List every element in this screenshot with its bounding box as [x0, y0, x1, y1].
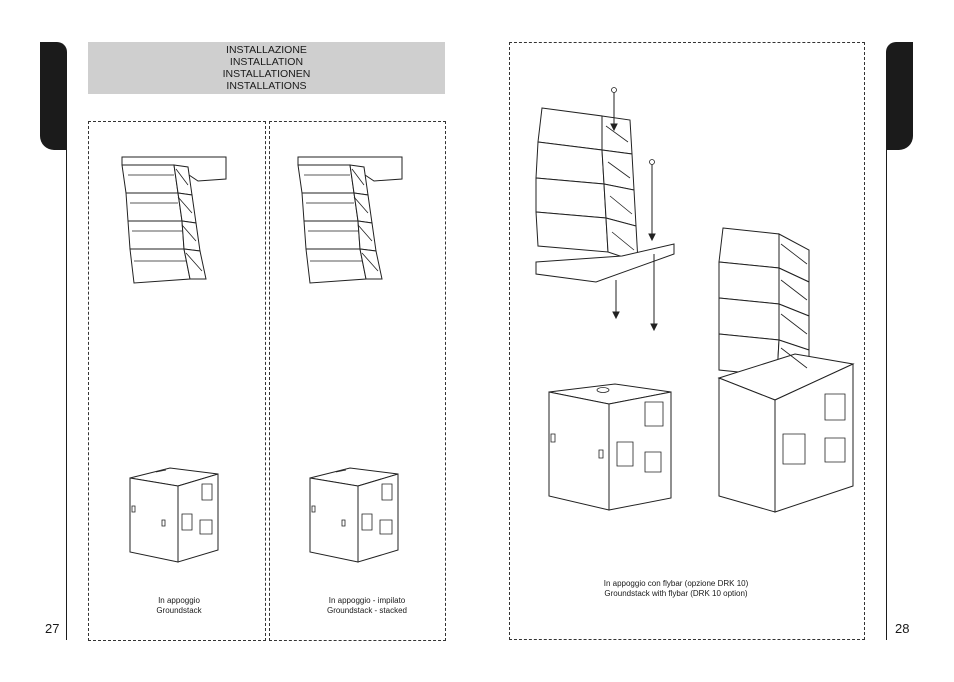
caption-line-en: Groundstack with flybar (DRK 10 option) [604, 589, 748, 598]
caption-line-en: Groundstack [156, 606, 202, 615]
figure-caption-groundstack: In appoggio Groundstack [128, 596, 230, 616]
caption-line-en: Groundstack - stacked [326, 606, 408, 615]
caption-line-it: In appoggio con flybar (opzione DRK 10) [603, 579, 749, 588]
subwoofer-illustration-3 [545, 382, 675, 512]
header-line-fr: INSTALLATIONS [226, 80, 307, 92]
page-edge-tab-left [40, 42, 67, 150]
page-edge-tab-right [886, 42, 913, 150]
caption-line-it: In appoggio - impilato [328, 596, 406, 605]
line-array-illustration-2 [294, 155, 406, 287]
caption-line-it: In appoggio [158, 596, 200, 605]
figure-caption-flybar: In appoggio con flybar (opzione DRK 10) … [570, 579, 782, 599]
line-array-illustration-1 [118, 155, 230, 287]
flybar-array-illustration [532, 86, 682, 336]
figure-frame-groundstack-stacked [269, 121, 446, 641]
section-header: INSTALLAZIONE INSTALLATION INSTALLATIONE… [88, 42, 445, 94]
figure-frame-flybar [509, 42, 865, 640]
margin-rule-left [66, 150, 67, 640]
page-number-left: 27 [45, 621, 60, 636]
header-line-de: INSTALLATIONEN [222, 68, 311, 80]
header-line-en: INSTALLATION [229, 56, 304, 68]
subwoofer-illustration-1 [126, 466, 220, 564]
subwoofer-illustration-2 [306, 466, 400, 564]
figure-frame-groundstack [88, 121, 266, 641]
header-line-it: INSTALLAZIONE [226, 44, 307, 56]
page-number-right: 28 [895, 621, 910, 636]
margin-rule-right [886, 150, 887, 640]
figure-caption-groundstack-stacked: In appoggio - impilato Groundstack - sta… [307, 596, 427, 616]
stacked-array-illustration [715, 224, 857, 514]
